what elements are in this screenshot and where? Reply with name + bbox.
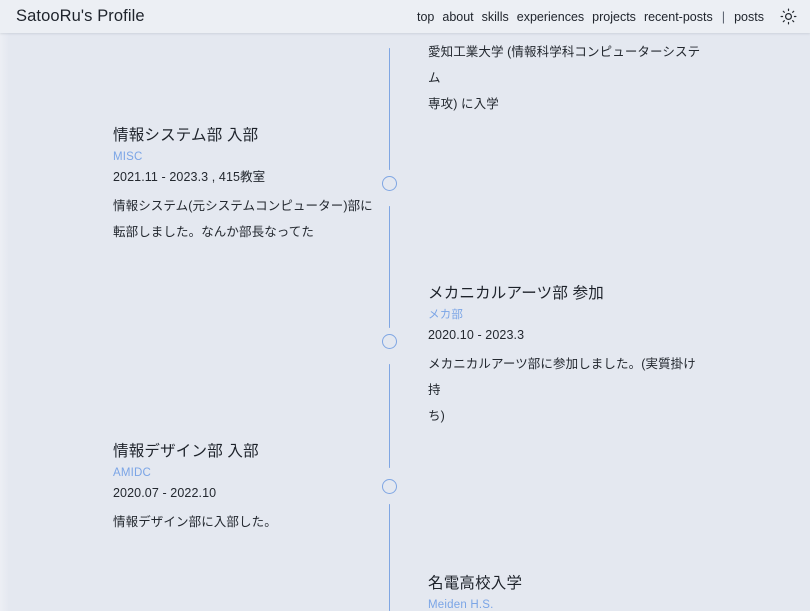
timeline-axis-segment (389, 364, 391, 468)
entry-date: 2020.10 - 2023.3 (428, 328, 525, 342)
nav-skills[interactable]: skills (481, 9, 509, 24)
entry-description-line: ち) (428, 409, 445, 423)
sun-icon (780, 8, 797, 25)
nav-experiences[interactable]: experiences (516, 9, 585, 24)
timeline-entry-meiden: 名電高校入学 Meiden H.S. (428, 573, 704, 611)
experience-timeline: 愛知工業大学 (情報科学科コンピューターシステム 専攻) に入学 情報システム部… (0, 33, 810, 611)
timeline-entry-mechanical-arts: メカニカルアーツ部 参加 メカ部 2020.10 - 2023.3 メカニカルア… (428, 283, 704, 429)
timeline-entry-amidc: 情報デザイン部 入部 AMIDC 2020.07 - 2022.10 情報デザイ… (113, 441, 389, 535)
entry-title: 名電高校入学 (428, 575, 523, 592)
entry-description-line: 専攻) に入学 (428, 97, 499, 111)
entry-description-line: 情報デザイン部に入部した。 (113, 515, 277, 529)
entry-description-line: メカニカルアーツ部に参加しました。(実質掛け持 (428, 357, 696, 397)
entry-description: メカニカルアーツ部に参加しました。(実質掛け持 ち) (428, 351, 704, 429)
timeline-entry-misc: 情報システム部 入部 MISC 2021.11 - 2023.3 , 415教室… (113, 125, 389, 245)
timeline-node-amidc[interactable] (382, 479, 397, 494)
entry-title: 情報デザイン部 入部 (113, 443, 259, 460)
entry-title: メカニカルアーツ部 参加 (428, 285, 604, 302)
entry-description: 情報デザイン部に入部した。 (113, 509, 389, 535)
site-header: SatooRu's Profile top about skills exper… (0, 0, 810, 33)
timeline-entry-university: 愛知工業大学 (情報科学科コンピューターシステム 専攻) に入学 (428, 33, 704, 117)
main-navigation: top about skills experiences projects re… (417, 6, 810, 28)
entry-date: 2021.11 - 2023.3 , 415教室 (113, 170, 266, 184)
timeline-axis-segment (389, 206, 391, 328)
entry-subtitle[interactable]: AMIDC (113, 467, 152, 479)
site-brand-title[interactable]: SatooRu's Profile (16, 7, 145, 25)
entry-description: 情報システム(元システムコンピューター)部に 転部しました。なんか部長なってた (113, 193, 389, 245)
nav-separator: | (721, 9, 726, 24)
timeline-axis-segment (389, 504, 391, 611)
page-left-edge (0, 33, 9, 611)
nav-posts[interactable]: posts (734, 9, 764, 24)
entry-description-line: 情報システム(元システムコンピューター)部に (113, 199, 373, 213)
entry-date: 2020.07 - 2022.10 (113, 486, 217, 500)
nav-top[interactable]: top (416, 9, 435, 24)
entry-title: 情報システム部 入部 (113, 127, 259, 144)
nav-projects[interactable]: projects (592, 9, 636, 24)
entry-description-line: 転部しました。なんか部長なってた (113, 225, 314, 239)
nav-about[interactable]: about (442, 9, 474, 24)
nav-recent-posts[interactable]: recent-posts (643, 9, 713, 24)
entry-description: 愛知工業大学 (情報科学科コンピューターシステム 専攻) に入学 (428, 39, 704, 117)
entry-description-line: 愛知工業大学 (情報科学科コンピューターシステム (428, 45, 701, 85)
entry-subtitle[interactable]: Meiden H.S. (428, 599, 494, 611)
timeline-node-mecha[interactable] (382, 334, 397, 349)
entry-subtitle[interactable]: メカ部 (428, 309, 464, 321)
entry-subtitle[interactable]: MISC (113, 151, 143, 163)
theme-toggle-button[interactable] (777, 6, 799, 28)
timeline-node-misc[interactable] (382, 176, 397, 191)
timeline-axis-segment (389, 48, 391, 170)
